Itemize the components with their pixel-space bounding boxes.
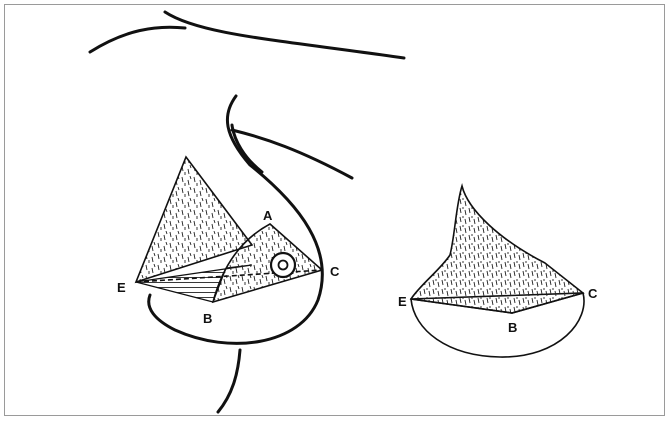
label-e-left: E [117,280,126,295]
right-figure [411,186,584,357]
shoulder-line [90,27,185,52]
label-b-right: B [508,320,517,335]
label-a-left: A [263,208,273,223]
label-e-right: E [398,294,407,309]
trunk-line [218,350,240,412]
label-b-left: B [203,311,212,326]
nipple-inner [279,261,288,270]
neck-line [165,12,404,58]
label-c-left: C [330,264,340,279]
left-flaps [136,157,322,302]
label-c-right: C [588,286,598,301]
right-upper-flap [411,186,583,313]
arm-fold-line [232,130,352,178]
left-figure [90,12,404,412]
